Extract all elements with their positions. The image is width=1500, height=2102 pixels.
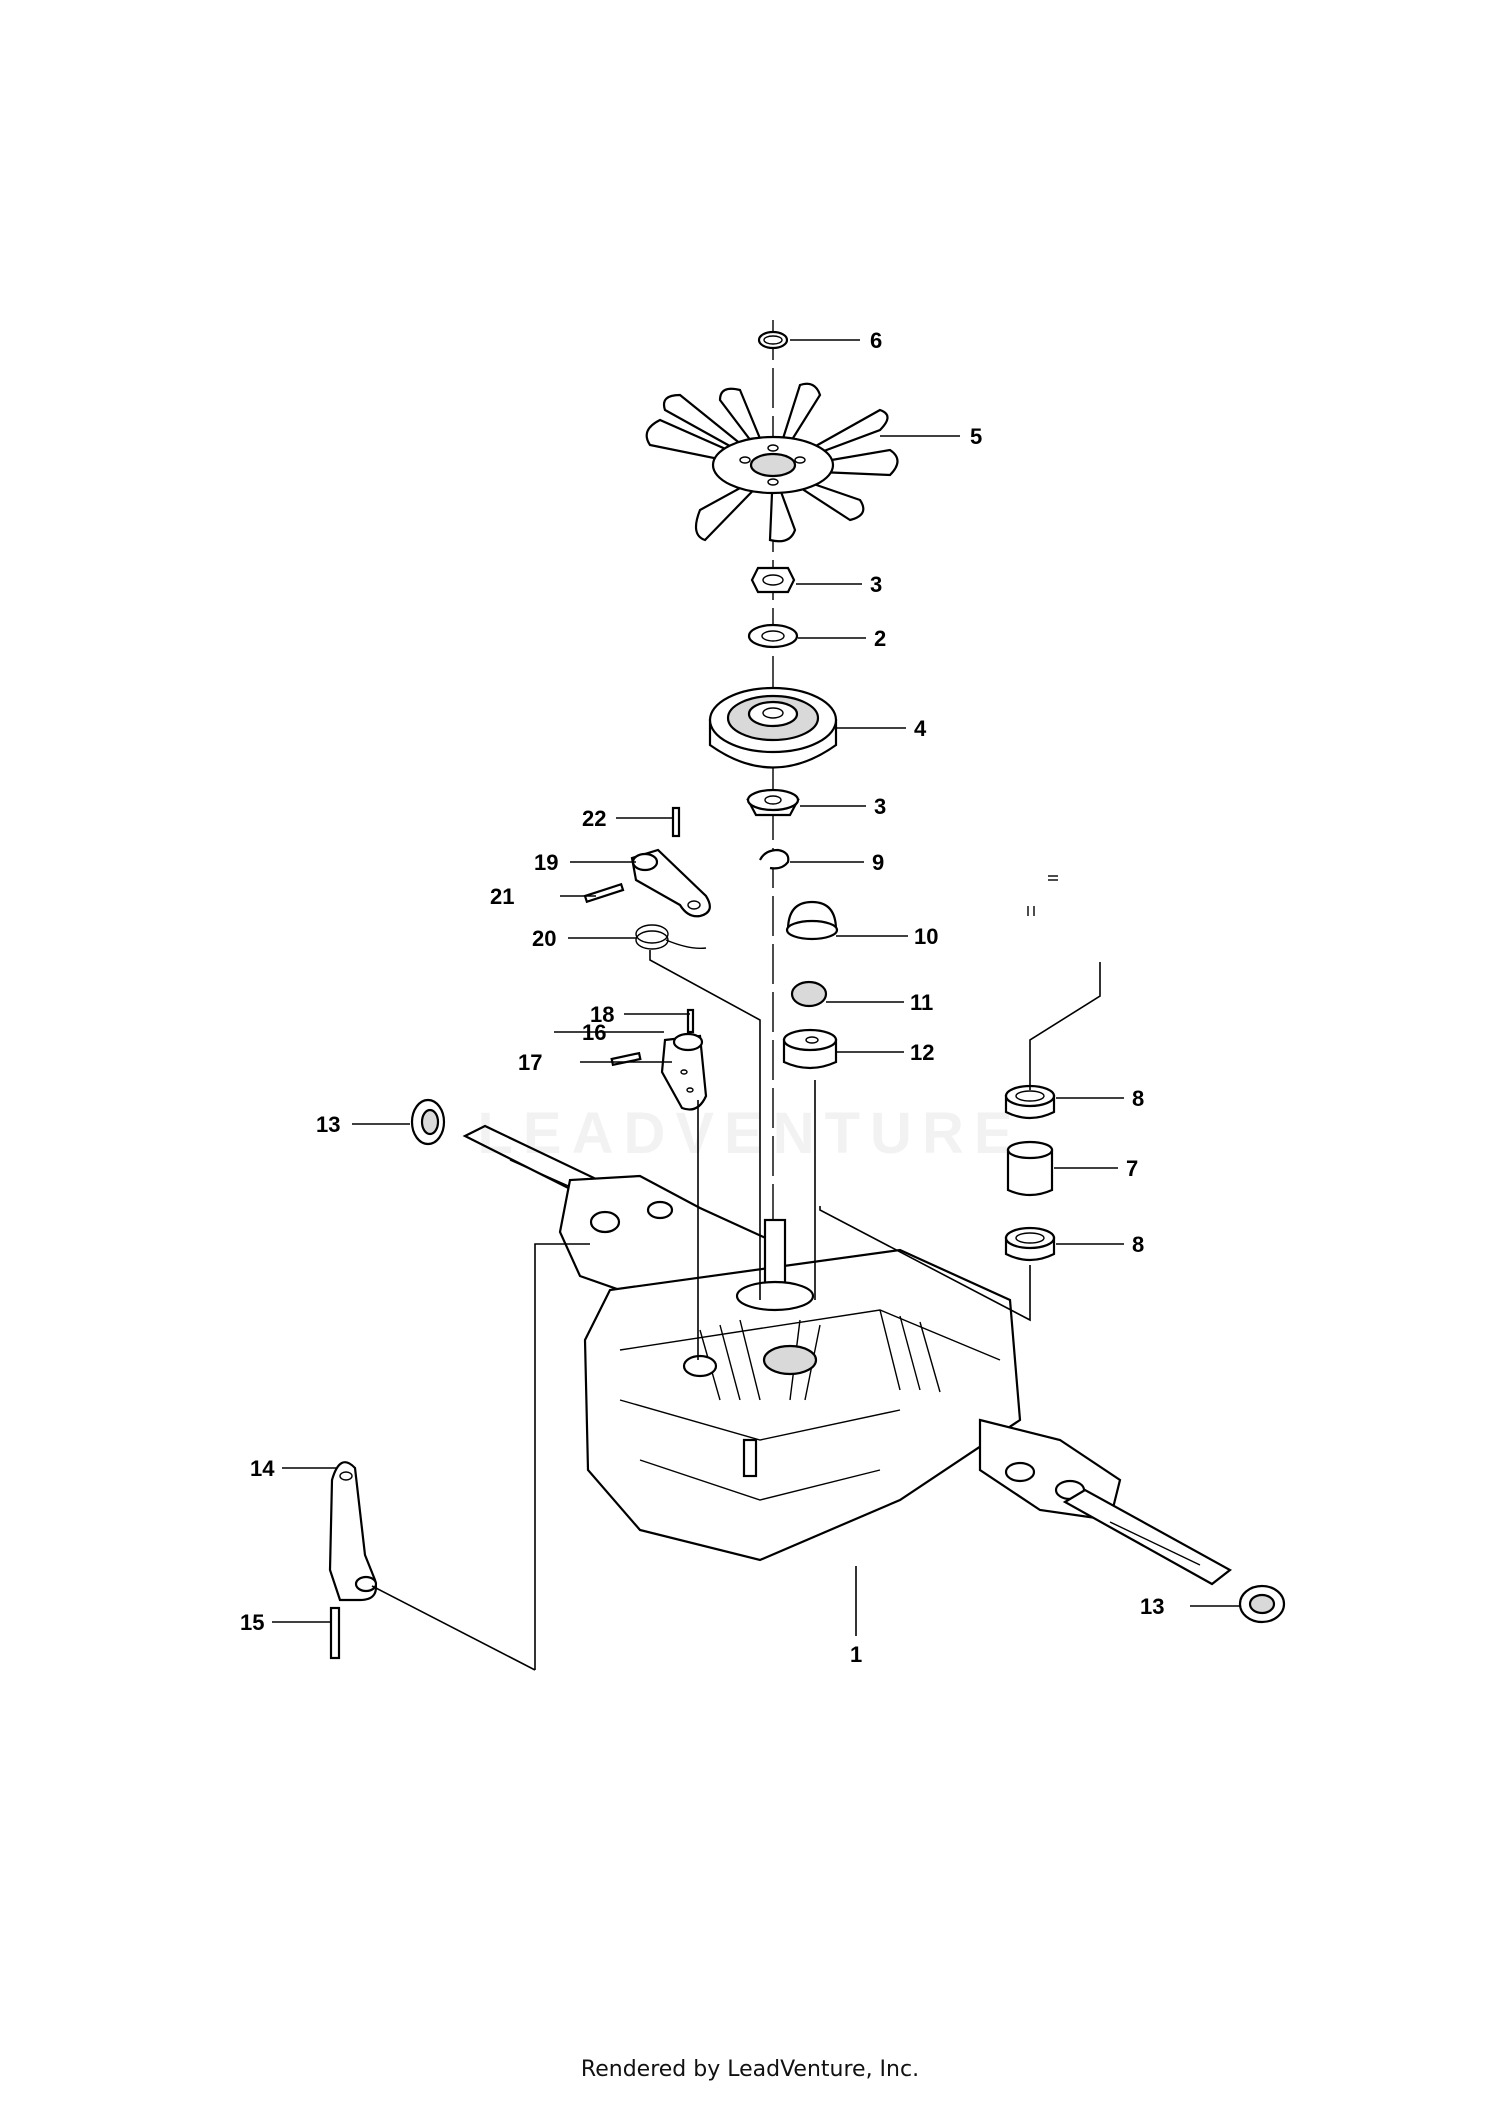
assembly-guide-lines	[371, 950, 1101, 1671]
part-12-bushing	[782, 1028, 838, 1070]
part-14-bypass-lever	[328, 1461, 378, 1602]
part-3-spacer-lower	[746, 788, 800, 817]
part-5-fan	[645, 382, 899, 543]
callout-7: 7	[1126, 1156, 1138, 1181]
callout-18: 18	[590, 1002, 614, 1027]
part-1-transmission-housing	[462, 1124, 1232, 1586]
part-11-disc	[790, 980, 828, 1008]
part-9-clip	[759, 848, 790, 870]
part-22-pin	[671, 806, 681, 838]
part-13-seal-right	[1238, 1584, 1286, 1624]
callout-21: 21	[490, 884, 514, 909]
callout-17: 17	[518, 1050, 542, 1075]
part-18-pin	[686, 1008, 695, 1034]
watermark-logo-text: LEADVENTURE	[477, 1101, 1023, 1166]
callout-16: 16	[582, 1020, 606, 1045]
part-2-washer	[747, 623, 799, 649]
callout-2: 2	[874, 626, 886, 651]
callout-8-upper: 8	[1132, 1086, 1144, 1111]
part-7-sleeve	[1006, 1140, 1054, 1197]
callout-1: 1	[850, 1642, 862, 1667]
part-13-seal-left	[410, 1098, 446, 1146]
callout-14: 14	[250, 1456, 275, 1481]
callout-3-upper: 3	[870, 572, 882, 597]
callout-15: 15	[240, 1610, 264, 1635]
callout-10: 10	[914, 924, 938, 949]
part-20-spring	[635, 924, 707, 950]
callout-5: 5	[970, 424, 982, 449]
callout-22: 22	[582, 806, 606, 831]
callout-3-lower: 3	[874, 794, 886, 819]
callout-leaders	[272, 339, 1240, 1636]
part-8-bushing-upper	[1004, 1084, 1056, 1120]
part-10-cap	[785, 900, 839, 941]
callout-19: 19	[534, 850, 558, 875]
part-8-bushing-lower	[1004, 1226, 1056, 1262]
callout-8-lower: 8	[1132, 1232, 1144, 1257]
callout-20: 20	[532, 926, 556, 951]
part-4-pulley	[708, 686, 838, 769]
part-21-pin	[583, 882, 625, 904]
part-19-lever	[630, 848, 711, 918]
part-3-nut-upper	[750, 566, 796, 594]
part-17-pin	[610, 1051, 642, 1067]
callout-9: 9	[872, 850, 884, 875]
reference-marks	[1027, 875, 1058, 916]
footer-credit: Rendered by LeadVenture, Inc.	[580, 2057, 920, 2082]
callout-11: 11	[910, 990, 933, 1015]
callout-12: 12	[910, 1040, 934, 1065]
callout-13-left: 13	[316, 1112, 340, 1137]
part-16-control-arm	[660, 1032, 708, 1111]
callout-labels: 6 5 3 2 4 3 9 10 11 12 8 7 8 1 13 13 14 …	[240, 328, 1164, 1667]
callout-13-right: 13	[1140, 1594, 1164, 1619]
callout-6: 6	[870, 328, 882, 353]
callout-4: 4	[914, 716, 927, 741]
part-6-ring	[757, 330, 789, 350]
part-15-pin	[329, 1606, 341, 1660]
